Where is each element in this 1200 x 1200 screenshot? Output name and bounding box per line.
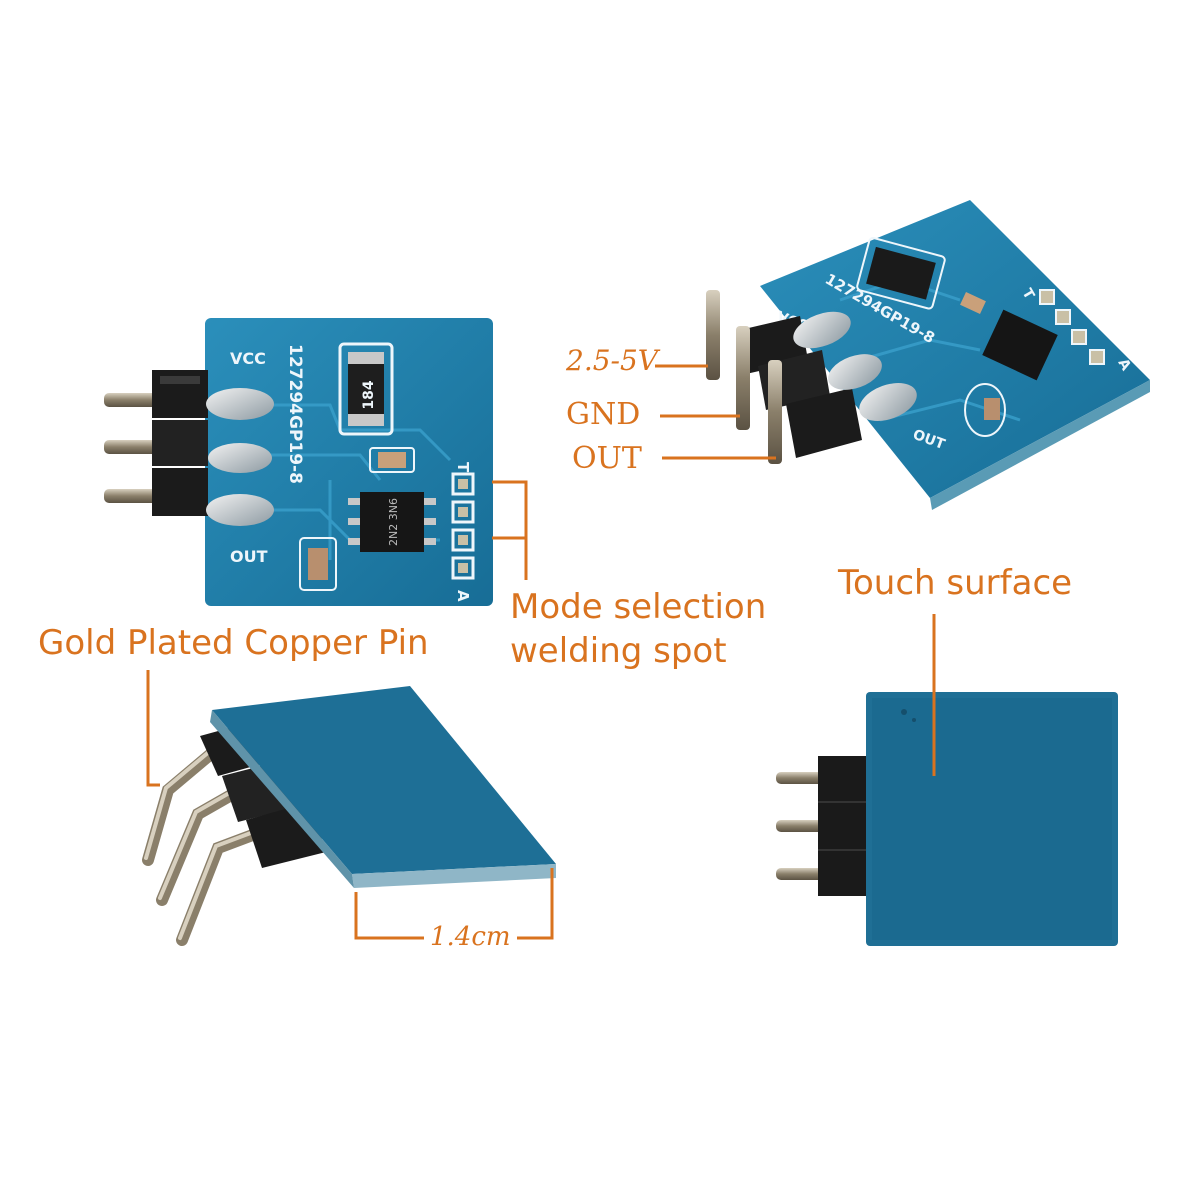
gold-pin-leader	[146, 670, 160, 787]
ic-code: 2N2 3N6	[387, 498, 400, 546]
mode-pads	[451, 472, 475, 580]
mode-selection-label-line1: Mode selection	[510, 587, 767, 627]
board-back-view	[776, 692, 1118, 946]
silk-out: OUT	[230, 547, 268, 566]
silk-part-number: 127294GP19-8	[285, 344, 305, 484]
gnd-label: GND	[566, 397, 641, 432]
silk-pad-a: A	[454, 590, 472, 602]
pin-label-leaders	[655, 364, 776, 460]
vcc-voltage-label: 2.5-5V	[566, 344, 659, 377]
out-label: OUT	[572, 441, 642, 476]
silk-pad-t: T	[454, 462, 472, 473]
board-front-view: 184 2N2 3N6 VCC OUT 127294GP19-8 T A	[104, 318, 493, 606]
pin-header	[152, 370, 208, 516]
width-label: 1.4cm	[424, 922, 517, 952]
resistor-code: 184	[361, 380, 377, 409]
board-side-view	[142, 686, 556, 946]
mode-selection-bracket	[492, 480, 528, 580]
board-angled-view: T A 127294GP19-8 VCC OUT	[706, 200, 1150, 510]
header-pins	[104, 393, 164, 503]
gold-pin-label: Gold Plated Copper Pin	[38, 623, 429, 663]
mode-selection-label-line2: welding spot	[510, 631, 727, 671]
touch-surface-label: Touch surface	[838, 563, 1073, 603]
silk-vcc: VCC	[230, 349, 266, 368]
